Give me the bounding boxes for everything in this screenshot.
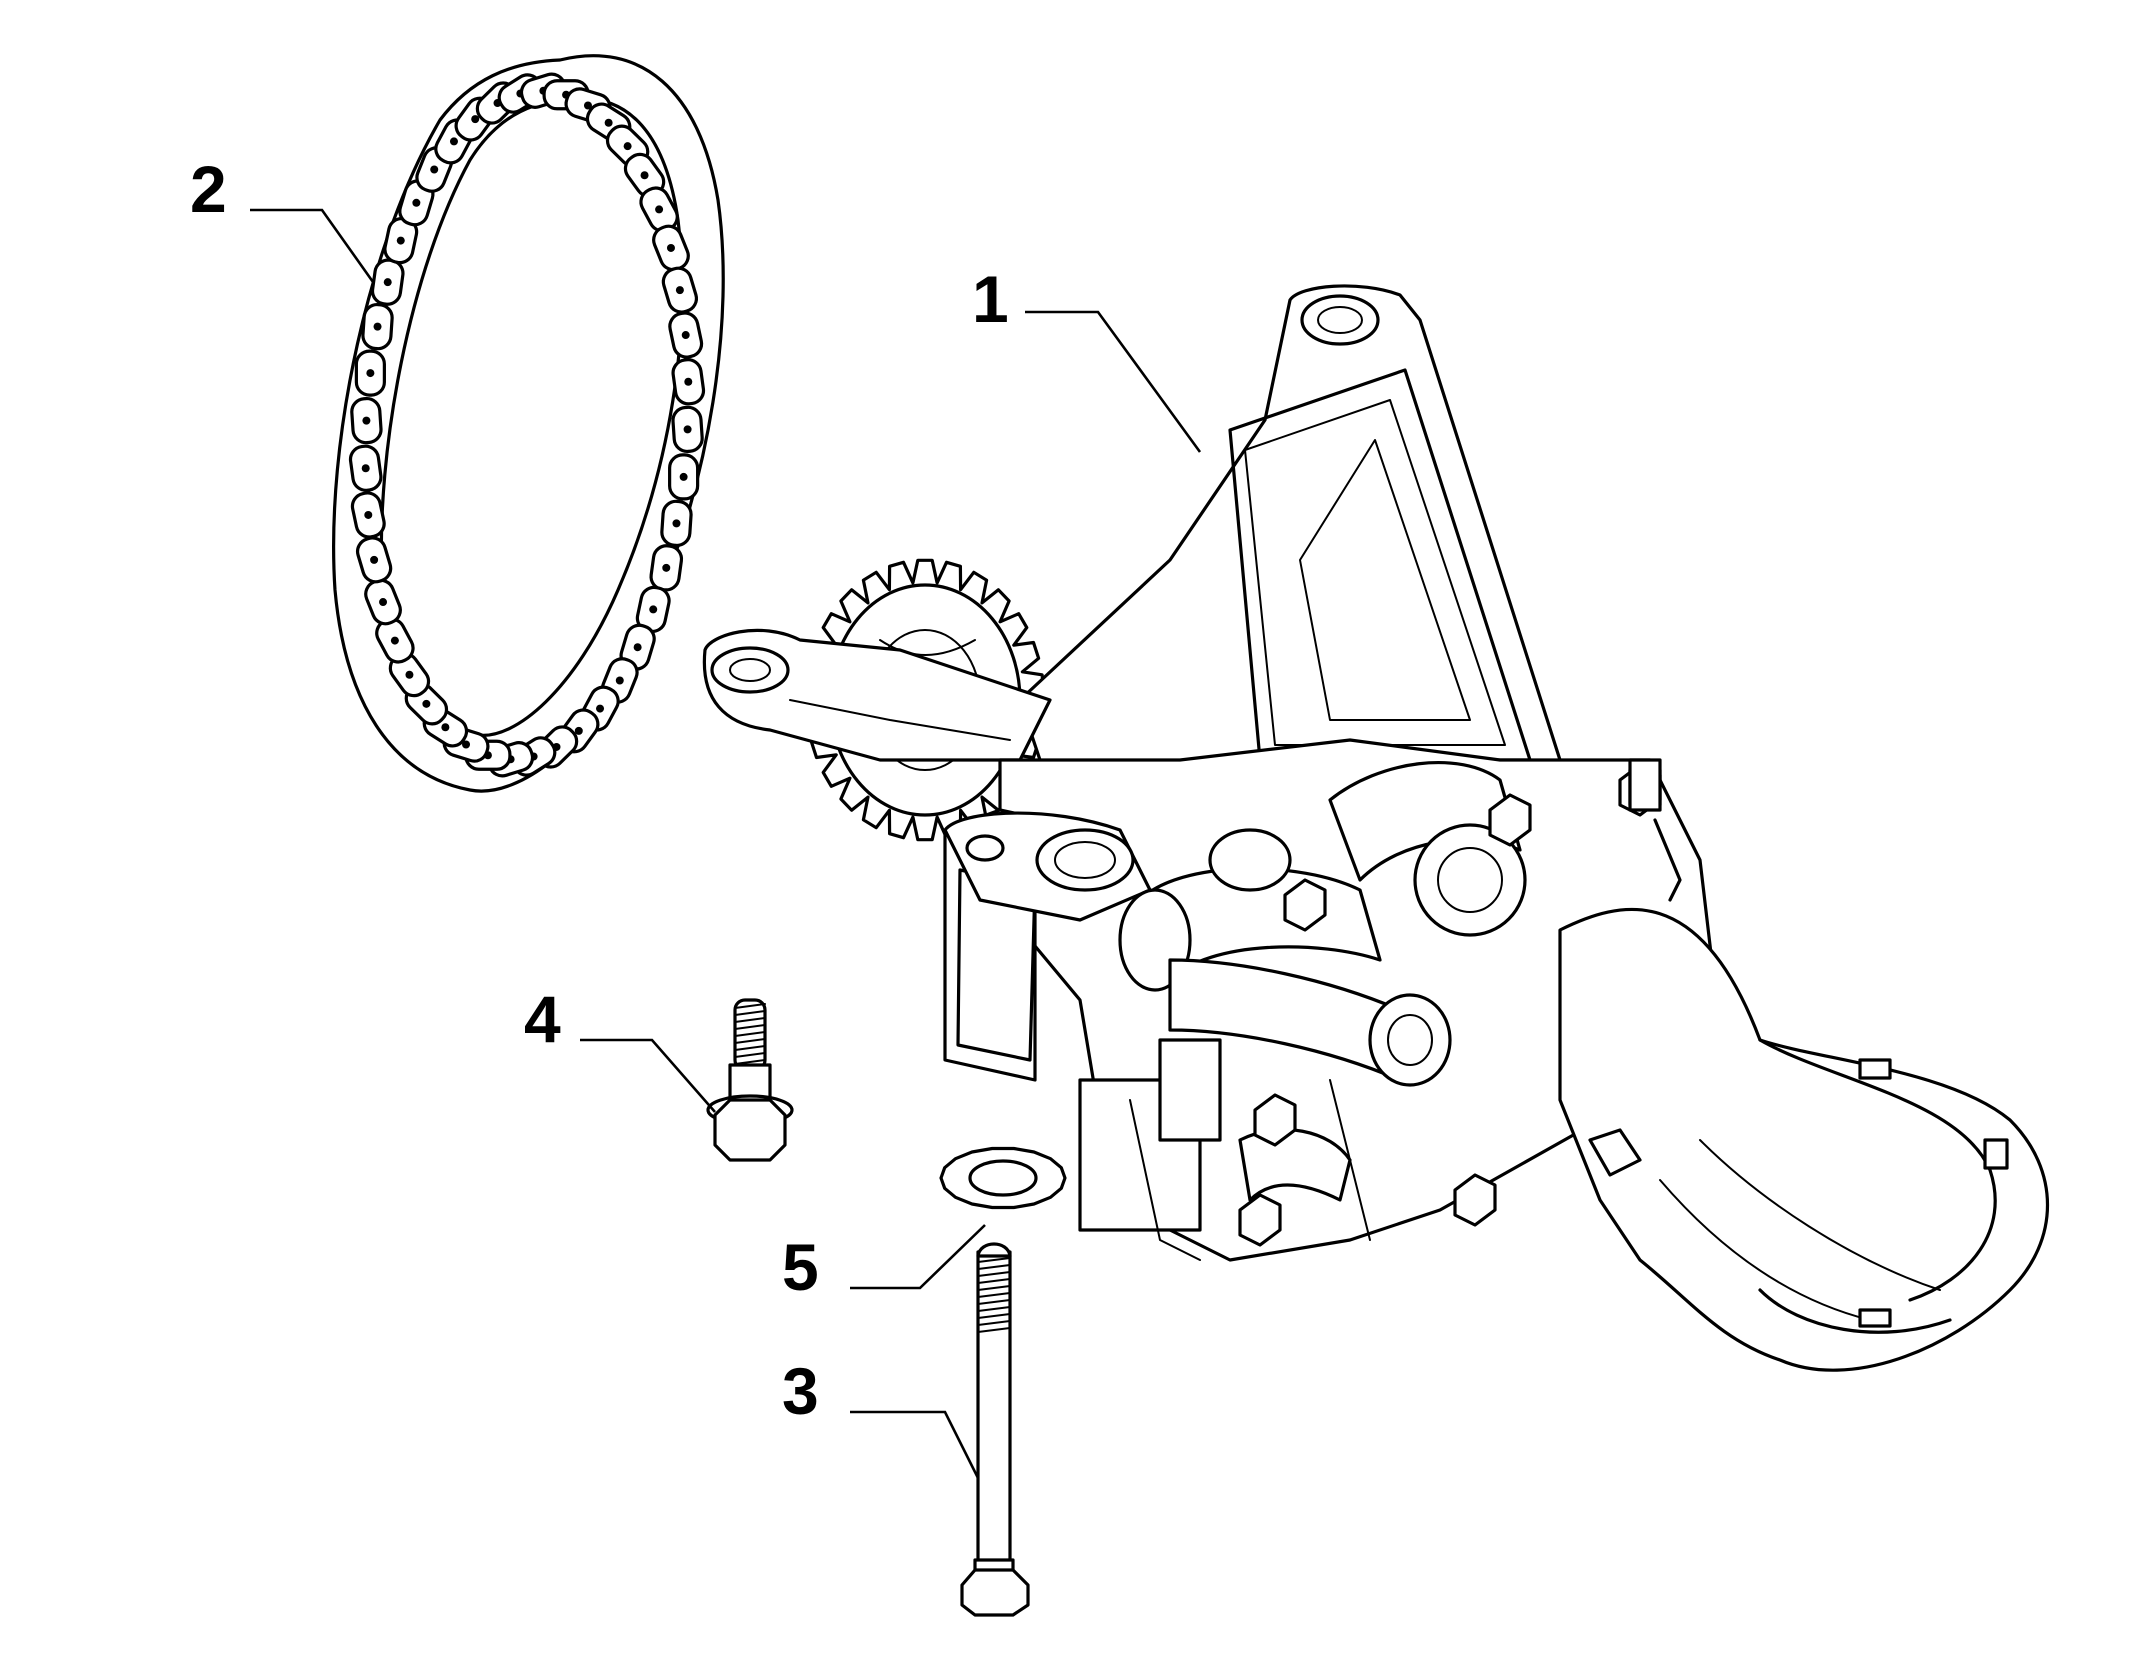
thread-line — [734, 1045, 766, 1051]
washer — [939, 1146, 1067, 1210]
chain-pin — [633, 643, 642, 652]
oil-pump-assembly — [702, 284, 2049, 1372]
chain-pin — [366, 369, 375, 378]
long-bolt — [960, 1242, 1030, 1617]
chain-pin — [649, 605, 658, 614]
pump-pipes — [1118, 761, 1527, 1202]
chain-pin — [662, 563, 671, 572]
chain-pin — [449, 137, 458, 146]
chain-pin — [471, 115, 480, 124]
chain-pin — [383, 278, 392, 287]
thread-line — [977, 1292, 1011, 1298]
callout-label-1: 1 — [972, 262, 1009, 336]
chain-pin — [430, 165, 439, 174]
pump-mounting-bracket — [1018, 284, 1562, 822]
chain-pin — [370, 555, 379, 564]
chain-pin — [679, 472, 688, 481]
callout-label-2: 2 — [190, 152, 227, 226]
drive-chain — [332, 54, 725, 793]
thread-line — [977, 1306, 1011, 1312]
chain-pin — [666, 243, 675, 252]
chain-pin — [684, 377, 693, 386]
oil-pickup-strainer — [1558, 907, 2049, 1372]
chain-pin — [623, 142, 632, 151]
thread-line — [734, 1017, 766, 1023]
chain-pin — [379, 598, 388, 607]
chain-pin — [681, 331, 690, 340]
chain-pin — [364, 510, 373, 519]
flanged-stud-bolt — [706, 998, 794, 1162]
leader-line-4 — [580, 1038, 716, 1113]
leader-line-5 — [850, 1224, 986, 1290]
chain-pin — [412, 198, 421, 207]
chain-pin — [615, 676, 624, 685]
callout-label-5: 5 — [782, 1230, 819, 1304]
leader-line-2 — [250, 208, 375, 283]
chain-pin — [462, 740, 471, 749]
thread-line — [977, 1257, 1011, 1263]
chain-pin — [655, 205, 664, 214]
chain-pin — [396, 236, 405, 245]
chain-links — [348, 72, 706, 778]
pump-front-plate — [943, 811, 1152, 922]
chain-pin — [390, 636, 399, 645]
callout-labels: 1 2 3 4 5 — [190, 152, 1009, 1428]
thread-line — [977, 1271, 1011, 1277]
chain-pin — [574, 726, 583, 735]
chain-pin — [361, 464, 370, 473]
leader-lines — [250, 208, 1202, 1479]
thread-line — [977, 1299, 1011, 1305]
chain-pin — [441, 723, 450, 732]
leader-line-3 — [850, 1410, 980, 1479]
leader-line-1 — [1025, 310, 1202, 453]
thread-line — [734, 1052, 766, 1058]
chain-pin — [405, 670, 414, 679]
thread-line — [977, 1278, 1011, 1284]
thread-line — [734, 1059, 766, 1065]
thread-line — [977, 1327, 1011, 1333]
thread-line — [977, 1313, 1011, 1319]
chain-pin — [362, 416, 371, 425]
chain-pin — [422, 699, 431, 708]
thread-line — [977, 1320, 1011, 1326]
thread-line — [977, 1264, 1011, 1270]
chain-pin — [683, 425, 692, 434]
callout-label-4: 4 — [524, 982, 561, 1056]
thread-line — [977, 1285, 1011, 1291]
chain-pin — [583, 101, 592, 110]
chain-pin — [675, 286, 684, 295]
thread-line — [734, 1038, 766, 1044]
chain-pin — [672, 519, 681, 528]
chain-pin — [640, 171, 649, 180]
thread-line — [734, 1024, 766, 1030]
thread-line — [734, 1010, 766, 1016]
chain-pin — [604, 118, 613, 127]
chain-pin — [596, 704, 605, 713]
pump-side-fitting — [1628, 758, 1682, 902]
thread-line — [734, 1031, 766, 1037]
chain-pin — [373, 322, 382, 331]
callout-label-3: 3 — [782, 1354, 819, 1428]
thread-line — [734, 1003, 766, 1009]
